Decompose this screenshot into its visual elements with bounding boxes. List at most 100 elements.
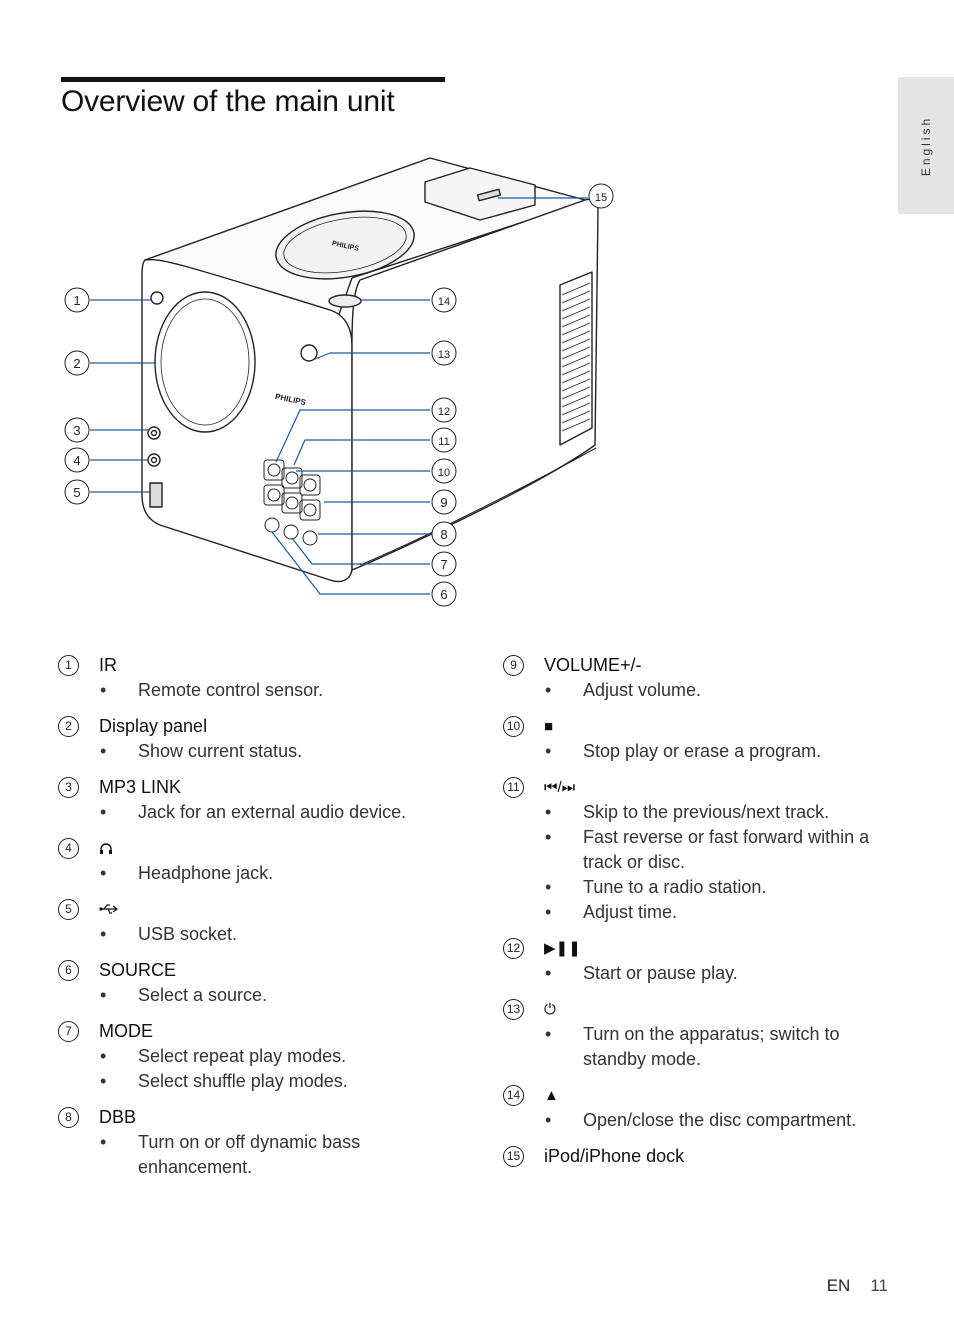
- svg-text:10: 10: [438, 467, 450, 479]
- svg-text:1: 1: [73, 293, 80, 308]
- headphone-icon: [99, 842, 113, 855]
- svg-text:6: 6: [440, 587, 447, 602]
- svg-text:7: 7: [440, 557, 447, 572]
- callout-13: 13: [431, 340, 457, 366]
- title-rule: [61, 77, 445, 82]
- item-mode: 7 MODE Select repeat play modes. Select s…: [58, 1018, 458, 1094]
- bullet: Jack for an external audio device.: [58, 800, 458, 825]
- item-label: iPod/iPhone dock: [544, 1145, 685, 1166]
- item-source: 6 SOURCE Select a source.: [58, 957, 458, 1008]
- side-vent: [559, 271, 593, 446]
- svg-text:4: 4: [73, 453, 80, 468]
- usb-port: [149, 482, 163, 508]
- callout-8: 8: [431, 521, 457, 547]
- bullet: Select shuffle play modes.: [58, 1069, 458, 1094]
- item-number: 7: [58, 1020, 79, 1042]
- eject-button-diagram: [328, 294, 362, 308]
- item-label: DBB: [99, 1106, 137, 1127]
- item-label: MP3 LINK: [99, 776, 182, 797]
- bullet: Adjust time.: [503, 900, 903, 925]
- item-usb: 5 USB socket.: [58, 896, 458, 947]
- usb-icon: [99, 903, 119, 915]
- callout-6: 6: [431, 581, 457, 607]
- item-label: SOURCE: [99, 959, 177, 980]
- svg-text:14: 14: [438, 296, 450, 308]
- item-number: 15: [503, 1145, 524, 1167]
- item-number: 5: [58, 898, 79, 920]
- main-unit-diagram: PHILIPS PHILIPS 1 2 3 4 5 6 7 8 9 10 11 …: [64, 157, 614, 607]
- item-play-pause: 12▶❚❚ Start or pause play.: [503, 935, 903, 986]
- svg-text:9: 9: [440, 495, 447, 510]
- callout-markers: 1 2 3 4 5 6 7 8 9 10 11 12 13 14 15: [64, 183, 614, 607]
- power-button-diagram: [300, 344, 318, 362]
- item-stop: 10 ■ Stop play or erase a program.: [503, 713, 903, 764]
- svg-text:15: 15: [595, 192, 607, 204]
- unit-side-face: [351, 198, 599, 571]
- callout-7: 7: [431, 551, 457, 577]
- callout-2: 2: [64, 350, 90, 376]
- bullet: Show current status.: [58, 739, 458, 764]
- callout-11: 11: [431, 427, 457, 453]
- page-title: Overview of the main unit: [61, 85, 395, 118]
- display-window: [154, 291, 256, 433]
- item-label: IR: [99, 654, 117, 675]
- item-mp3-link: 3 MP3 LINK Jack for an external audio dev…: [58, 774, 458, 825]
- bullet: Adjust volume.: [503, 678, 903, 703]
- callout-14: 14: [431, 287, 457, 313]
- item-number: 13: [503, 998, 524, 1020]
- bullet: Select a source.: [58, 983, 458, 1008]
- bullet: Stop play or erase a program.: [503, 739, 903, 764]
- stop-icon: ■: [544, 717, 554, 735]
- svg-text:2: 2: [73, 356, 80, 371]
- item-headphone: 4 Headphone jack.: [58, 835, 458, 886]
- item-number: 4: [58, 837, 79, 859]
- callout-9: 9: [431, 489, 457, 515]
- callout-5: 5: [64, 479, 90, 505]
- eject-icon: ▲: [544, 1086, 559, 1104]
- item-number: 6: [58, 959, 79, 981]
- language-tab: English: [898, 77, 954, 214]
- bullet: Skip to the previous/next track.: [503, 800, 903, 825]
- bullet: Start or pause play.: [503, 961, 903, 986]
- page-number: 11: [870, 1276, 888, 1295]
- bullet: Turn on the apparatus; switch to standby…: [503, 1022, 903, 1072]
- callout-4: 4: [64, 447, 90, 473]
- svg-text:5: 5: [73, 485, 80, 500]
- item-number: 3: [58, 776, 79, 798]
- skip-icon: ⏮/⏭: [544, 778, 576, 796]
- item-dock: 15 iPod/iPhone dock: [503, 1143, 903, 1169]
- item-label: Display panel: [99, 715, 208, 736]
- dock-connector: [476, 188, 502, 202]
- item-display-panel: 2 Display panel Show current status.: [58, 713, 458, 764]
- svg-text:12: 12: [438, 406, 450, 418]
- item-number: 2: [58, 715, 79, 737]
- svg-text:8: 8: [440, 527, 447, 542]
- svg-text:11: 11: [438, 436, 449, 448]
- item-number: 1: [58, 654, 79, 676]
- power-icon: ⏻: [544, 1000, 556, 1018]
- bullet: Select repeat play modes.: [58, 1044, 458, 1069]
- callout-10: 10: [431, 458, 457, 484]
- callout-15: 15: [588, 183, 614, 209]
- ir-sensor: [150, 291, 164, 305]
- item-number: 8: [58, 1106, 79, 1128]
- play-pause-icon: ▶❚❚: [544, 940, 581, 957]
- callout-1: 1: [64, 287, 90, 313]
- item-label: MODE: [99, 1020, 153, 1041]
- svg-text:3: 3: [73, 423, 80, 438]
- svg-text:13: 13: [438, 349, 450, 361]
- bullet: USB socket.: [58, 922, 458, 947]
- item-ir: 1IR Remote control sensor.: [58, 652, 458, 703]
- item-label: VOLUME+/-: [544, 654, 642, 675]
- item-eject: 14▲ Open/close the disc compartment.: [503, 1082, 903, 1133]
- bullet: Headphone jack.: [58, 861, 458, 886]
- page-footer: EN 11: [827, 1276, 888, 1296]
- item-number: 10: [503, 715, 524, 737]
- footer-language: EN: [826, 1276, 851, 1295]
- bullet: Fast reverse or fast forward within a tr…: [503, 825, 903, 875]
- item-number: 14: [503, 1084, 524, 1106]
